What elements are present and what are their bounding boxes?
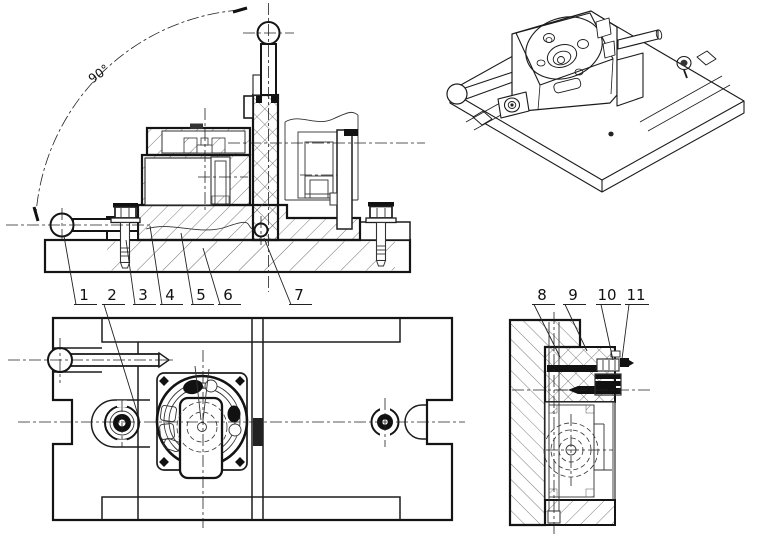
front-section-view: 90° xyxy=(6,3,425,292)
plan-centerlines xyxy=(8,338,465,528)
iso-front-screw xyxy=(608,131,614,137)
iso-front-u-slot xyxy=(472,110,493,126)
iso-center-bore xyxy=(552,50,572,66)
part-label-7: 7 xyxy=(294,286,304,304)
isometric-view xyxy=(446,10,745,193)
side-clamp-screw xyxy=(547,365,598,372)
side-centerlines xyxy=(512,312,650,537)
iso-hole-2 xyxy=(536,59,546,67)
side-leaders xyxy=(532,304,649,361)
side-spring-plunger xyxy=(594,350,634,396)
iso-knob-stem xyxy=(683,69,688,79)
iso-handle-ball xyxy=(446,83,468,105)
iso-rail-line-3 xyxy=(465,102,501,123)
plan-dial xyxy=(155,365,249,480)
arc-arrow-left xyxy=(32,206,40,222)
iso-back-u-slot xyxy=(696,50,717,66)
iso-clamp-ring xyxy=(503,97,521,113)
t-nut-base xyxy=(196,144,213,154)
front-leaders xyxy=(63,225,312,419)
t-slot-post-left xyxy=(183,137,198,154)
plan-strip-key xyxy=(253,418,263,446)
dial-clamp-dog-right xyxy=(227,405,241,423)
housing-tab xyxy=(190,123,203,129)
right-bolt xyxy=(365,202,397,267)
column-nut-right xyxy=(271,95,277,103)
handle-step xyxy=(252,74,262,96)
dial-center-slot xyxy=(178,396,224,480)
angle-bracket xyxy=(336,129,353,230)
part-label-5: 5 xyxy=(196,286,206,304)
part-label-3: 3 xyxy=(138,286,148,304)
side-section-view xyxy=(508,312,650,537)
part-labels: 1 2 3 4 5 6 7 8 9 10 11 xyxy=(63,225,649,419)
iso-center-boss xyxy=(546,44,578,68)
iso-step-block xyxy=(616,52,644,107)
part-label-10: 10 xyxy=(597,286,616,304)
bracket-cap xyxy=(344,129,358,136)
side-cavity xyxy=(544,401,616,501)
plan-view xyxy=(8,316,465,528)
bracket-tab xyxy=(329,192,338,206)
swivel-column xyxy=(251,93,280,242)
front-centerlines xyxy=(6,3,425,292)
left-bolt xyxy=(110,203,141,269)
bushing-seat-hatch xyxy=(211,195,230,205)
part-label-2: 2 xyxy=(107,286,117,304)
column-nut-left xyxy=(256,95,262,103)
part-label-8: 8 xyxy=(537,286,547,304)
iso-rod-cap xyxy=(655,29,663,40)
part-label-4: 4 xyxy=(165,286,175,304)
iso-side-tab-2 xyxy=(602,40,616,59)
iso-side-tab-1 xyxy=(595,17,612,39)
swivel-slab xyxy=(136,203,362,242)
t-slot-post-right xyxy=(211,137,226,154)
t-nut-stem xyxy=(200,137,209,146)
break-line xyxy=(145,221,253,231)
angle-dimension-label: 90° xyxy=(85,61,112,86)
iso-rail-line-2 xyxy=(647,84,731,132)
swing-arc xyxy=(35,9,241,215)
iso-center-hole xyxy=(557,56,565,64)
iso-knob xyxy=(676,55,692,71)
side-bracket xyxy=(593,405,612,471)
column-collar xyxy=(243,95,254,119)
part-label-1: 1 xyxy=(79,286,89,304)
part-label-11: 11 xyxy=(626,286,645,304)
iso-bottom-tab xyxy=(553,77,582,94)
clamp-cavity xyxy=(144,157,213,206)
arc-arrow-top xyxy=(232,6,248,14)
part-label-9: 9 xyxy=(568,286,578,304)
iso-rail-line-1 xyxy=(639,75,723,123)
iso-hole-1 xyxy=(574,68,584,76)
iso-stud-2 xyxy=(577,39,589,49)
base-plate-hatch xyxy=(107,241,395,271)
part-label-6: 6 xyxy=(223,286,233,304)
